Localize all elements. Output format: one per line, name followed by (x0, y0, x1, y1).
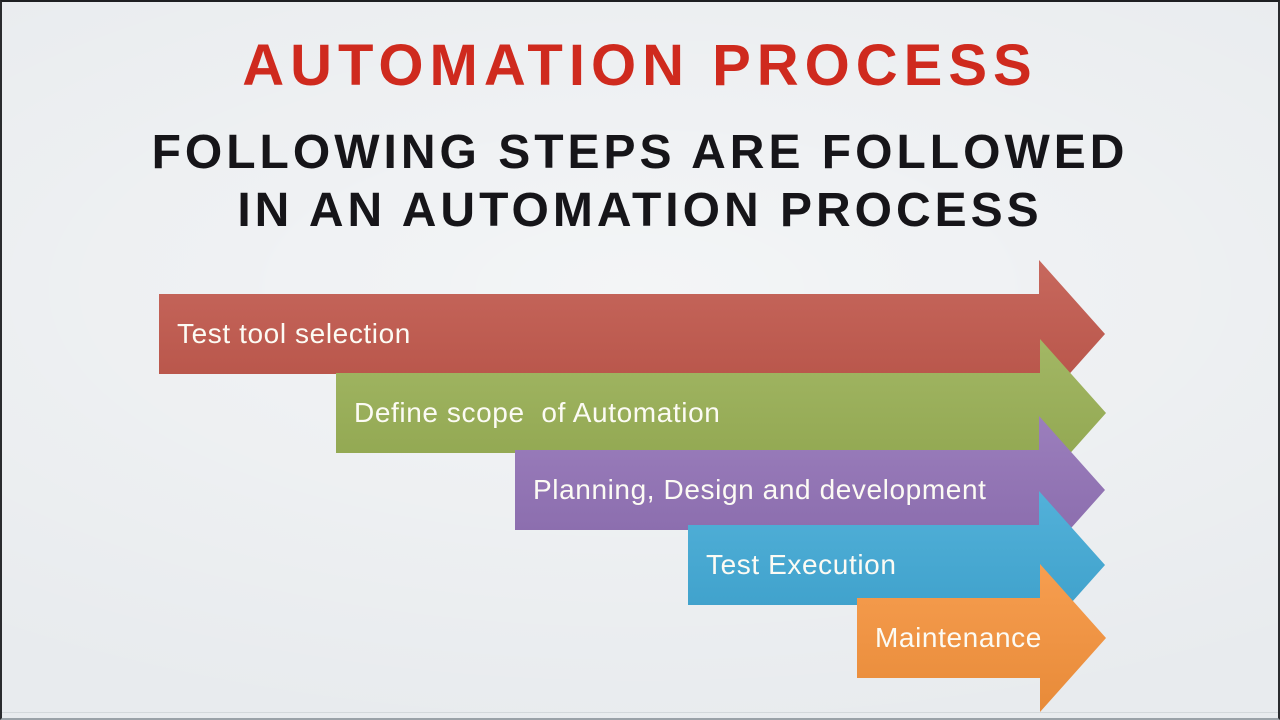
arrow-label: Define scope of Automation (354, 397, 721, 428)
arrow-label: Planning, Design and development (533, 474, 987, 505)
arrow-label: Test tool selection (177, 318, 411, 349)
page-title: AUTOMATION PROCESS (242, 33, 1038, 98)
arrow-label: Test Execution (706, 549, 897, 580)
subtitle: FOLLOWING STEPS ARE FOLLOWED IN AN AUTOM… (2, 124, 1278, 240)
subtitle-line-1: FOLLOWING STEPS ARE FOLLOWED (151, 126, 1129, 179)
arrow-label: Maintenance (875, 622, 1042, 653)
subtitle-line-2: IN AN AUTOMATION PROCESS (237, 184, 1043, 237)
